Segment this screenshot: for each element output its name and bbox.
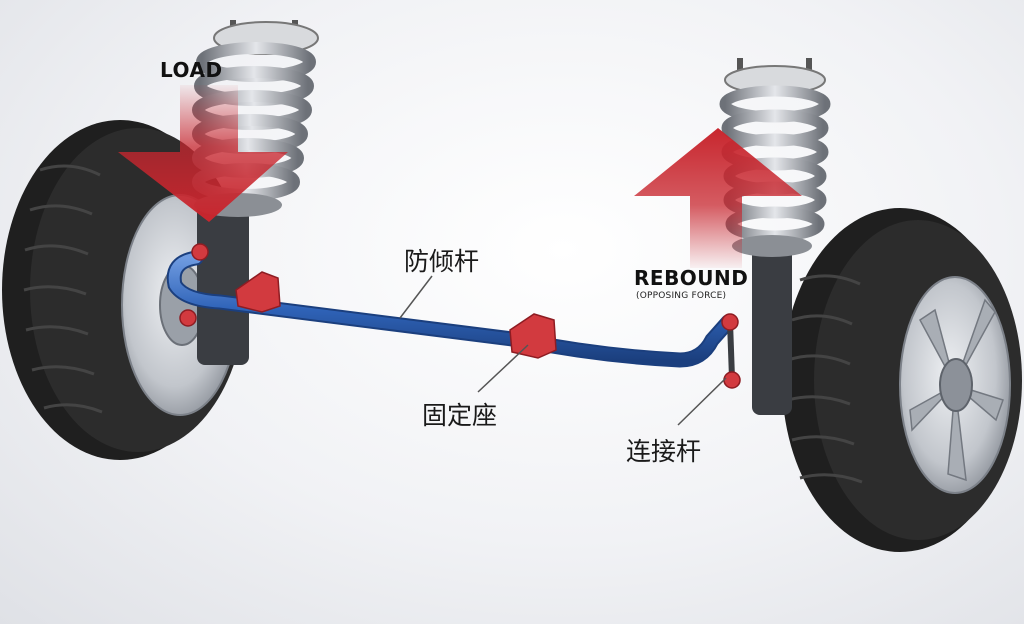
leader-anti-roll-bar — [399, 275, 433, 319]
mount-bracket-left — [235, 271, 281, 313]
right-strut — [719, 58, 831, 415]
leader-end-link — [677, 377, 727, 426]
load-arrow — [118, 85, 288, 222]
end-link-right — [721, 313, 741, 389]
anti-roll-bar-label: 防倾杆 — [404, 247, 480, 276]
end-link-label: 连接杆 — [626, 437, 702, 466]
leader-mount-bracket — [477, 344, 529, 393]
rebound-arrow — [634, 128, 802, 268]
load-label: LOAD — [160, 58, 223, 82]
end-link-left — [179, 243, 209, 327]
mount-bracket-label: 固定座 — [422, 401, 498, 430]
mount-bracket-center — [509, 313, 557, 359]
right-wheel — [782, 208, 1022, 552]
rebound-label: REBOUND — [634, 266, 749, 290]
rebound-note: (OPPOSING FORCE) — [636, 291, 727, 301]
